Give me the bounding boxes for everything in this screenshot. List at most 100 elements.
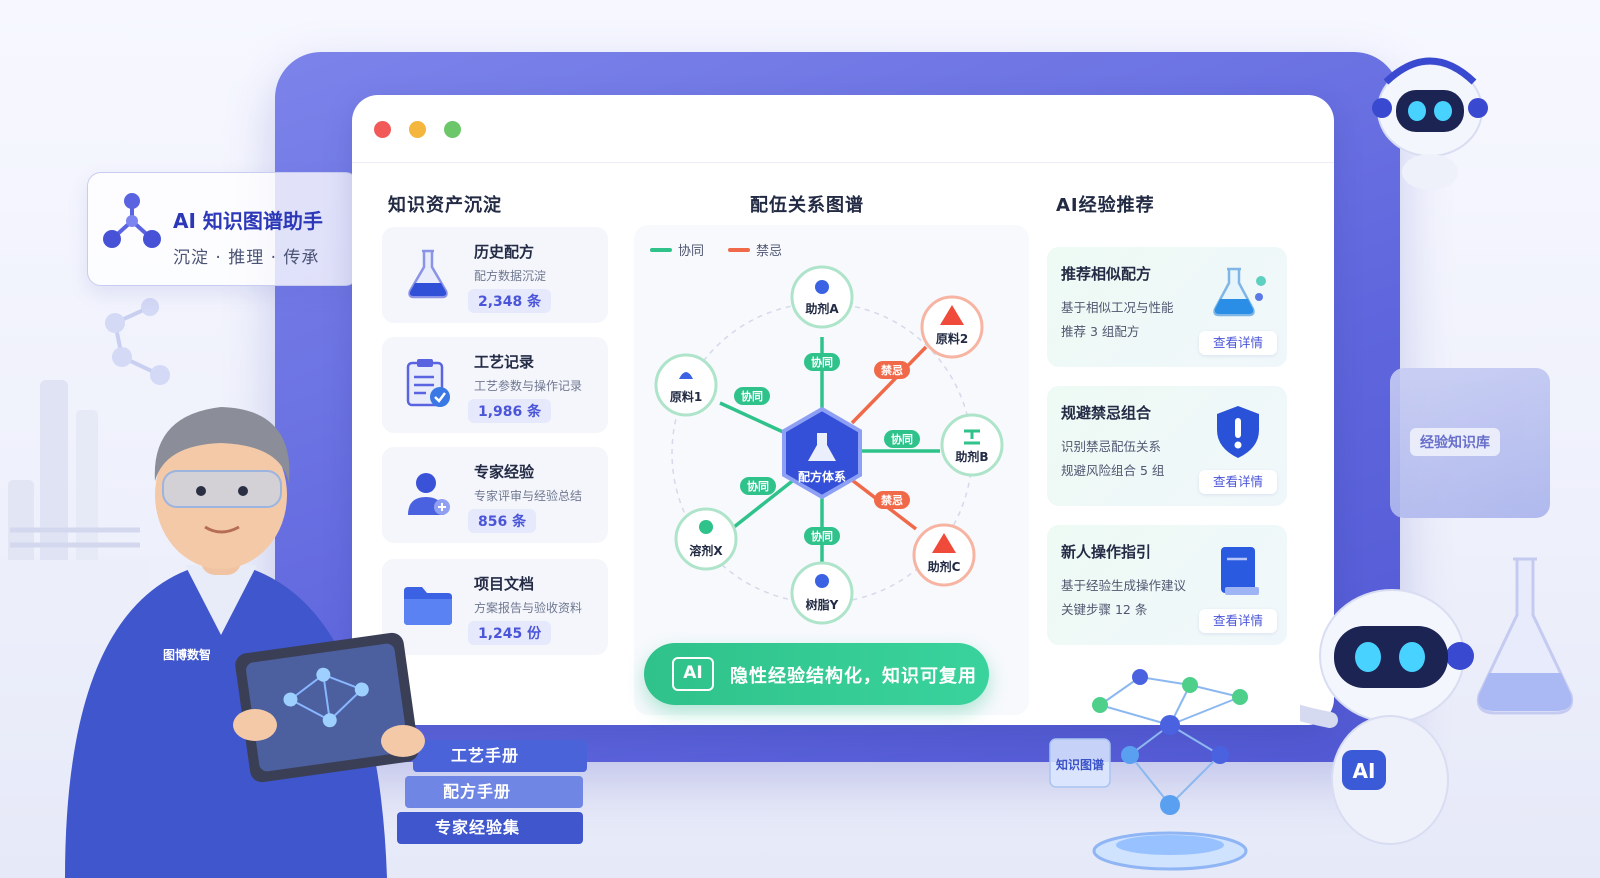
asset-subtitle: 专家评审与经验总结 bbox=[474, 489, 583, 503]
rec-line-1: 识别禁忌配伍关系 bbox=[1061, 439, 1162, 454]
flask-icon bbox=[408, 249, 448, 299]
book-spine: 配方手册 bbox=[405, 776, 583, 808]
robot-chest-label: AI bbox=[1353, 759, 1376, 783]
edge-label-synergy: 协同 bbox=[741, 389, 763, 403]
robot-mini-icon bbox=[1372, 57, 1488, 190]
node-label: 原料1 bbox=[670, 389, 702, 404]
node-label: 助剂B bbox=[955, 449, 988, 464]
holo-label: 知识图谱 bbox=[1055, 757, 1104, 772]
close-dot-icon[interactable] bbox=[374, 121, 391, 138]
edge-center-r1 bbox=[719, 401, 795, 439]
edge-label-synergy: 协同 bbox=[747, 479, 769, 493]
asset-card-process-record[interactable]: 工艺记录 工艺参数与操作记录 1,986 条 bbox=[382, 337, 608, 433]
clipboard-check-icon bbox=[406, 359, 450, 407]
edge-labels: 协同 协同 禁忌 协同 协同 协同 禁忌 bbox=[734, 353, 920, 545]
node-aux-c[interactable]: 助剂C bbox=[912, 523, 976, 587]
folder-icon bbox=[404, 587, 452, 625]
warning-icon bbox=[932, 533, 956, 553]
node-aux-a[interactable]: 助剂A bbox=[790, 265, 854, 329]
knowledge-reuse-banner: AI 隐性经验结构化，知识可复用 bbox=[644, 643, 989, 705]
rec-card-avoid-forbidden[interactable]: 规避禁忌组合 识别禁忌配伍关系 规避风险组合 5 组 查看详情 bbox=[1047, 386, 1287, 506]
asset-subtitle: 工艺参数与操作记录 bbox=[474, 379, 583, 393]
rec-line-1: 基于相似工况与性能 bbox=[1061, 300, 1174, 315]
legend-synergy-label: 协同 bbox=[678, 244, 704, 259]
column-title-graph: 配伍关系图谱 bbox=[750, 195, 864, 216]
flask-decoration-icon bbox=[1476, 557, 1574, 715]
view-details-button[interactable]: 查看详情 bbox=[1199, 609, 1277, 633]
edge-center-x bbox=[732, 473, 802, 529]
graph-canvas: 协同 禁忌 协同 协同 禁忌 bbox=[650, 244, 1004, 625]
node-label: 树脂Y bbox=[806, 597, 839, 612]
rec-card-newcomer-guide[interactable]: 新人操作指引 基于经验生成操作建议 关键步骤 12 条 查看详情 bbox=[1047, 525, 1287, 645]
asset-count: 2,348 条 bbox=[468, 289, 552, 313]
center-node-formula-system[interactable]: 配方体系 bbox=[782, 406, 862, 500]
edge-label-synergy: 协同 bbox=[891, 432, 913, 446]
node-label: 溶剂X bbox=[689, 543, 723, 558]
rec-line-2: 关键步骤 12 条 bbox=[1061, 602, 1148, 617]
node-solvent-x[interactable]: 溶剂X bbox=[674, 507, 738, 571]
app-window: 知识资产沉淀 配伍关系图谱 AI经验推荐 历史配方 配方数据沉淀 2,348 条… bbox=[352, 95, 1334, 725]
edge-label-forbidden: 禁忌 bbox=[881, 493, 903, 507]
asset-title: 项目文档 bbox=[474, 575, 535, 593]
node-raw-2[interactable]: 原料2 bbox=[920, 295, 984, 359]
book-spine: 专家经验集 bbox=[397, 812, 583, 844]
node-resin-y[interactable]: 树脂Y bbox=[790, 561, 854, 625]
asset-count: 856 条 bbox=[468, 509, 537, 533]
edge-label-forbidden: 禁忌 bbox=[881, 363, 903, 377]
node-aux-b[interactable]: 助剂B bbox=[940, 413, 1004, 477]
rec-card-similar-formula[interactable]: 推荐相似配方 基于相似工况与性能 推荐 3 组配方 查看详情 bbox=[1047, 247, 1287, 367]
rec-title: 新人操作指引 bbox=[1061, 543, 1152, 561]
maximize-dot-icon[interactable] bbox=[444, 121, 461, 138]
view-details-button[interactable]: 查看详情 bbox=[1199, 470, 1277, 494]
asset-subtitle: 方案报告与验收资料 bbox=[474, 601, 583, 615]
robot-assistant-illustration: AI bbox=[1300, 589, 1474, 845]
edge-label-synergy: 协同 bbox=[811, 529, 833, 543]
node-raw-1[interactable]: 原料1 bbox=[654, 353, 718, 417]
center-node-label: 配方体系 bbox=[798, 469, 846, 484]
molecule-decoration-icon bbox=[105, 298, 170, 385]
shield-alert-icon bbox=[1217, 406, 1259, 458]
node-label: 助剂A bbox=[805, 301, 839, 316]
asset-title: 历史配方 bbox=[474, 243, 535, 261]
drop-icon bbox=[679, 372, 693, 379]
book-spine: 工艺手册 bbox=[413, 740, 587, 772]
coat-logo: 图博数智 bbox=[163, 647, 211, 662]
folder-box-label: 经验知识库 bbox=[1410, 428, 1500, 456]
flask-icon bbox=[808, 433, 836, 461]
user-icon bbox=[815, 574, 829, 588]
view-details-button[interactable]: 查看详情 bbox=[1199, 331, 1277, 355]
edge-center-r2 bbox=[850, 345, 928, 425]
asset-card-history-formula[interactable]: 历史配方 配方数据沉淀 2,348 条 bbox=[382, 227, 608, 323]
flask-icon bbox=[1213, 267, 1266, 317]
molecule-icon bbox=[103, 193, 161, 248]
asset-title: 工艺记录 bbox=[474, 353, 535, 371]
ai-chip-icon: AI bbox=[672, 657, 714, 691]
minimize-dot-icon[interactable] bbox=[409, 121, 426, 138]
badge-subtitle: 沉淀 · 推理 · 传承 bbox=[173, 248, 320, 268]
ai-assistant-badge: AI 知识图谱助手 沉淀 · 推理 · 传承 bbox=[87, 172, 359, 286]
column-title-assets: 知识资产沉淀 bbox=[388, 195, 502, 216]
factory-illustration bbox=[0, 380, 150, 600]
badge-title: AI 知识图谱助手 bbox=[173, 209, 323, 233]
asset-title: 专家经验 bbox=[474, 463, 535, 481]
rec-title: 规避禁忌组合 bbox=[1061, 404, 1152, 422]
expert-user-icon bbox=[408, 473, 450, 515]
rec-line-2: 推荐 3 组配方 bbox=[1061, 324, 1140, 339]
asset-card-expert-experience[interactable]: 专家经验 专家评审与经验总结 856 条 bbox=[382, 447, 608, 543]
asset-subtitle: 配方数据沉淀 bbox=[474, 269, 547, 283]
hologram-graph-illustration: 知识图谱 bbox=[1049, 669, 1248, 871]
book-icon bbox=[1221, 547, 1259, 595]
node-label: 助剂C bbox=[928, 559, 961, 574]
relationship-graph-panel: 协同 禁忌 协同 协同 禁忌 bbox=[634, 225, 1029, 715]
rec-line-2: 规避风险组合 5 组 bbox=[1061, 463, 1165, 478]
asset-card-project-docs[interactable]: 项目文档 方案报告与验收资料 1,245 份 bbox=[382, 559, 608, 655]
column-title-recommend: AI经验推荐 bbox=[1056, 195, 1155, 216]
banner-text: 隐性经验结构化，知识可复用 bbox=[730, 666, 977, 687]
legend-forbidden-label: 禁忌 bbox=[756, 244, 782, 259]
user-icon bbox=[815, 280, 829, 294]
molecule-icon bbox=[699, 520, 713, 534]
node-label: 原料2 bbox=[936, 331, 968, 346]
engineer-illustration: 图博数智 bbox=[65, 407, 425, 878]
molecule-icon bbox=[964, 429, 980, 445]
asset-count: 1,245 份 bbox=[468, 621, 552, 645]
